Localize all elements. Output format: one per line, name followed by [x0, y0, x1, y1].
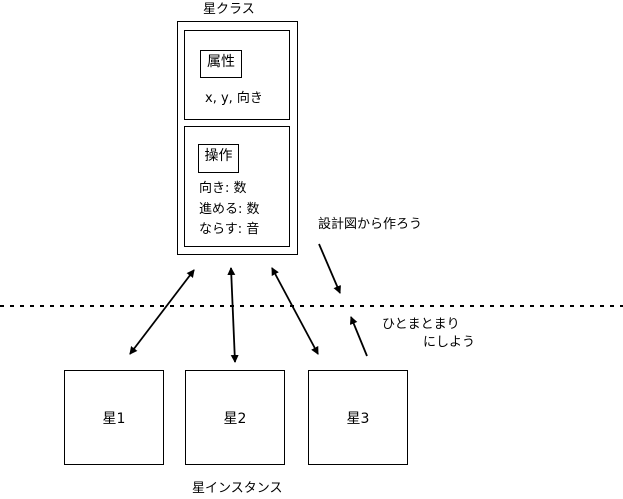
instance-box-2: 星2 — [185, 370, 285, 465]
arrow-instance1 — [129, 269, 195, 355]
instance-label-2: 星2 — [223, 410, 247, 427]
operations-heading: 操作 — [198, 144, 239, 173]
operations-line-3: ならす: 音 — [199, 222, 260, 237]
attributes-line: x, y, 向き — [205, 91, 263, 106]
attributes-heading: 属性 — [200, 50, 242, 78]
class-title: 星クラス — [203, 2, 255, 17]
operations-line-1: 向き: 数 — [199, 181, 247, 196]
instance-label-1: 星1 — [102, 410, 126, 427]
arrow-instance3 — [271, 267, 319, 355]
arrow-design — [318, 243, 341, 294]
operations-line-2: 進める: 数 — [199, 202, 260, 217]
instances-caption: 星インスタンス — [192, 481, 283, 496]
design-note: 設計図から作ろう — [318, 217, 423, 232]
stamp-note-line2: にしよう — [423, 335, 476, 350]
instance-label-3: 星3 — [346, 410, 370, 427]
arrow-stamp — [349, 316, 368, 357]
arrow-instance2 — [227, 267, 239, 363]
stamp-note-line1: ひとまとまり — [382, 317, 460, 332]
instance-box-3: 星3 — [308, 370, 408, 465]
instance-box-1: 星1 — [64, 370, 164, 465]
